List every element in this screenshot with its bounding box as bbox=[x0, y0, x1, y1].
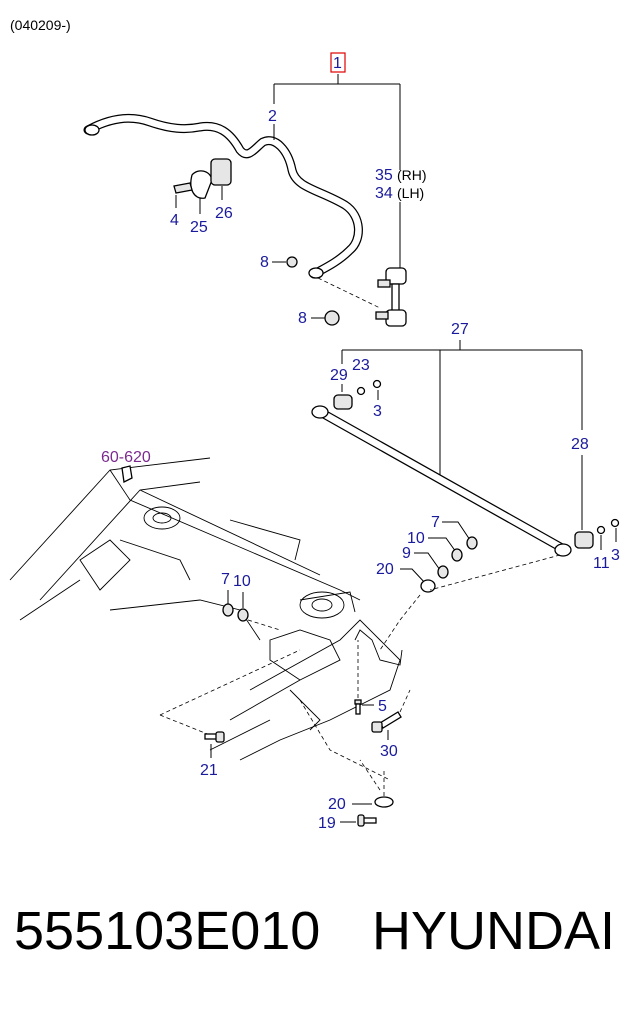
callout-9[interactable]: 9 bbox=[402, 545, 411, 562]
bolt-21 bbox=[204, 731, 225, 743]
callout-7-right[interactable]: 7 bbox=[431, 514, 440, 531]
callout-5[interactable]: 5 bbox=[378, 698, 387, 715]
callout-8-upper[interactable]: 8 bbox=[260, 254, 269, 271]
callout-8-lower[interactable]: 8 bbox=[298, 310, 307, 327]
callout-11[interactable]: 11 bbox=[593, 555, 610, 572]
bar-end-left bbox=[84, 124, 100, 136]
bolt-5 bbox=[354, 699, 362, 715]
callout-19[interactable]: 19 bbox=[318, 815, 336, 832]
callout-25[interactable]: 25 bbox=[190, 219, 208, 236]
clamp-and-bush bbox=[173, 158, 232, 199]
bolt-30 bbox=[371, 711, 402, 733]
bracket-27 bbox=[341, 340, 583, 478]
leader-10-right bbox=[428, 537, 457, 553]
callout-30[interactable]: 30 bbox=[380, 743, 398, 760]
callout-26[interactable]: 26 bbox=[215, 205, 233, 222]
dash-left-bolt bbox=[159, 619, 301, 736]
date-code: (040209-) bbox=[10, 17, 71, 33]
vehicle-frame bbox=[9, 457, 403, 761]
footer: 555103E010 HYUNDAI bbox=[0, 900, 636, 980]
callout-23[interactable]: 23 bbox=[352, 357, 370, 374]
bush-29 bbox=[333, 379, 382, 410]
washer-stack-left bbox=[222, 603, 249, 622]
callout-4[interactable]: 4 bbox=[170, 212, 179, 229]
callout-3-lower[interactable]: 3 bbox=[611, 547, 620, 564]
stabilizer-link bbox=[375, 267, 407, 327]
reference-60-620[interactable]: 60-620 bbox=[101, 449, 151, 466]
callout-28[interactable]: 28 bbox=[571, 436, 589, 453]
callout-35[interactable]: 35 bbox=[375, 167, 393, 184]
callout-34[interactable]: 34 bbox=[375, 185, 393, 202]
callout-21[interactable]: 21 bbox=[200, 762, 218, 779]
callout-29[interactable]: 29 bbox=[330, 367, 348, 384]
bush-28 bbox=[574, 518, 620, 549]
washer-20-lower bbox=[374, 796, 394, 808]
leader-20-right bbox=[400, 568, 427, 585]
callout-10-right[interactable]: 10 bbox=[407, 530, 425, 547]
leader-7-right bbox=[442, 521, 471, 541]
nut-8-upper bbox=[286, 256, 298, 268]
dash-bolt-30 bbox=[299, 689, 411, 781]
lateral-rod bbox=[311, 405, 572, 557]
bolt-19 bbox=[357, 814, 377, 827]
washer-stack-right bbox=[420, 536, 478, 593]
callout-2[interactable]: 2 bbox=[268, 108, 277, 125]
stabilizer-bar bbox=[83, 113, 363, 279]
stabilizer-bar-inner bbox=[84, 115, 362, 278]
callout-20-right[interactable]: 20 bbox=[376, 561, 394, 578]
callout-7-left[interactable]: 7 bbox=[221, 571, 230, 588]
callout-27[interactable]: 27 bbox=[451, 321, 469, 338]
leader-9 bbox=[414, 552, 441, 571]
lh-label: (LH) bbox=[397, 185, 424, 201]
callout-1-bracket bbox=[273, 74, 401, 170]
part-number: 555103E010 bbox=[14, 901, 321, 961]
parts-diagram: (040209-) 1 2 35 (RH) 34 (LH) 4 25 26 8 … bbox=[9, 17, 620, 832]
rh-label: (RH) bbox=[397, 167, 427, 183]
bar-end-right bbox=[308, 267, 324, 279]
nut-8-lower bbox=[324, 310, 340, 326]
dash-rod-to-frame bbox=[379, 554, 561, 651]
callout-1[interactable]: 1 bbox=[333, 55, 342, 72]
brand-name: HYUNDAI bbox=[372, 901, 616, 961]
callout-20-lower[interactable]: 20 bbox=[328, 796, 346, 813]
callout-3-upper[interactable]: 3 bbox=[373, 403, 382, 420]
dash-lower bbox=[359, 759, 385, 796]
dash-link-1 bbox=[317, 277, 381, 309]
reference-60-620-part bbox=[121, 465, 133, 483]
callout-1-box bbox=[330, 52, 346, 73]
callout-10-left[interactable]: 10 bbox=[233, 573, 251, 590]
